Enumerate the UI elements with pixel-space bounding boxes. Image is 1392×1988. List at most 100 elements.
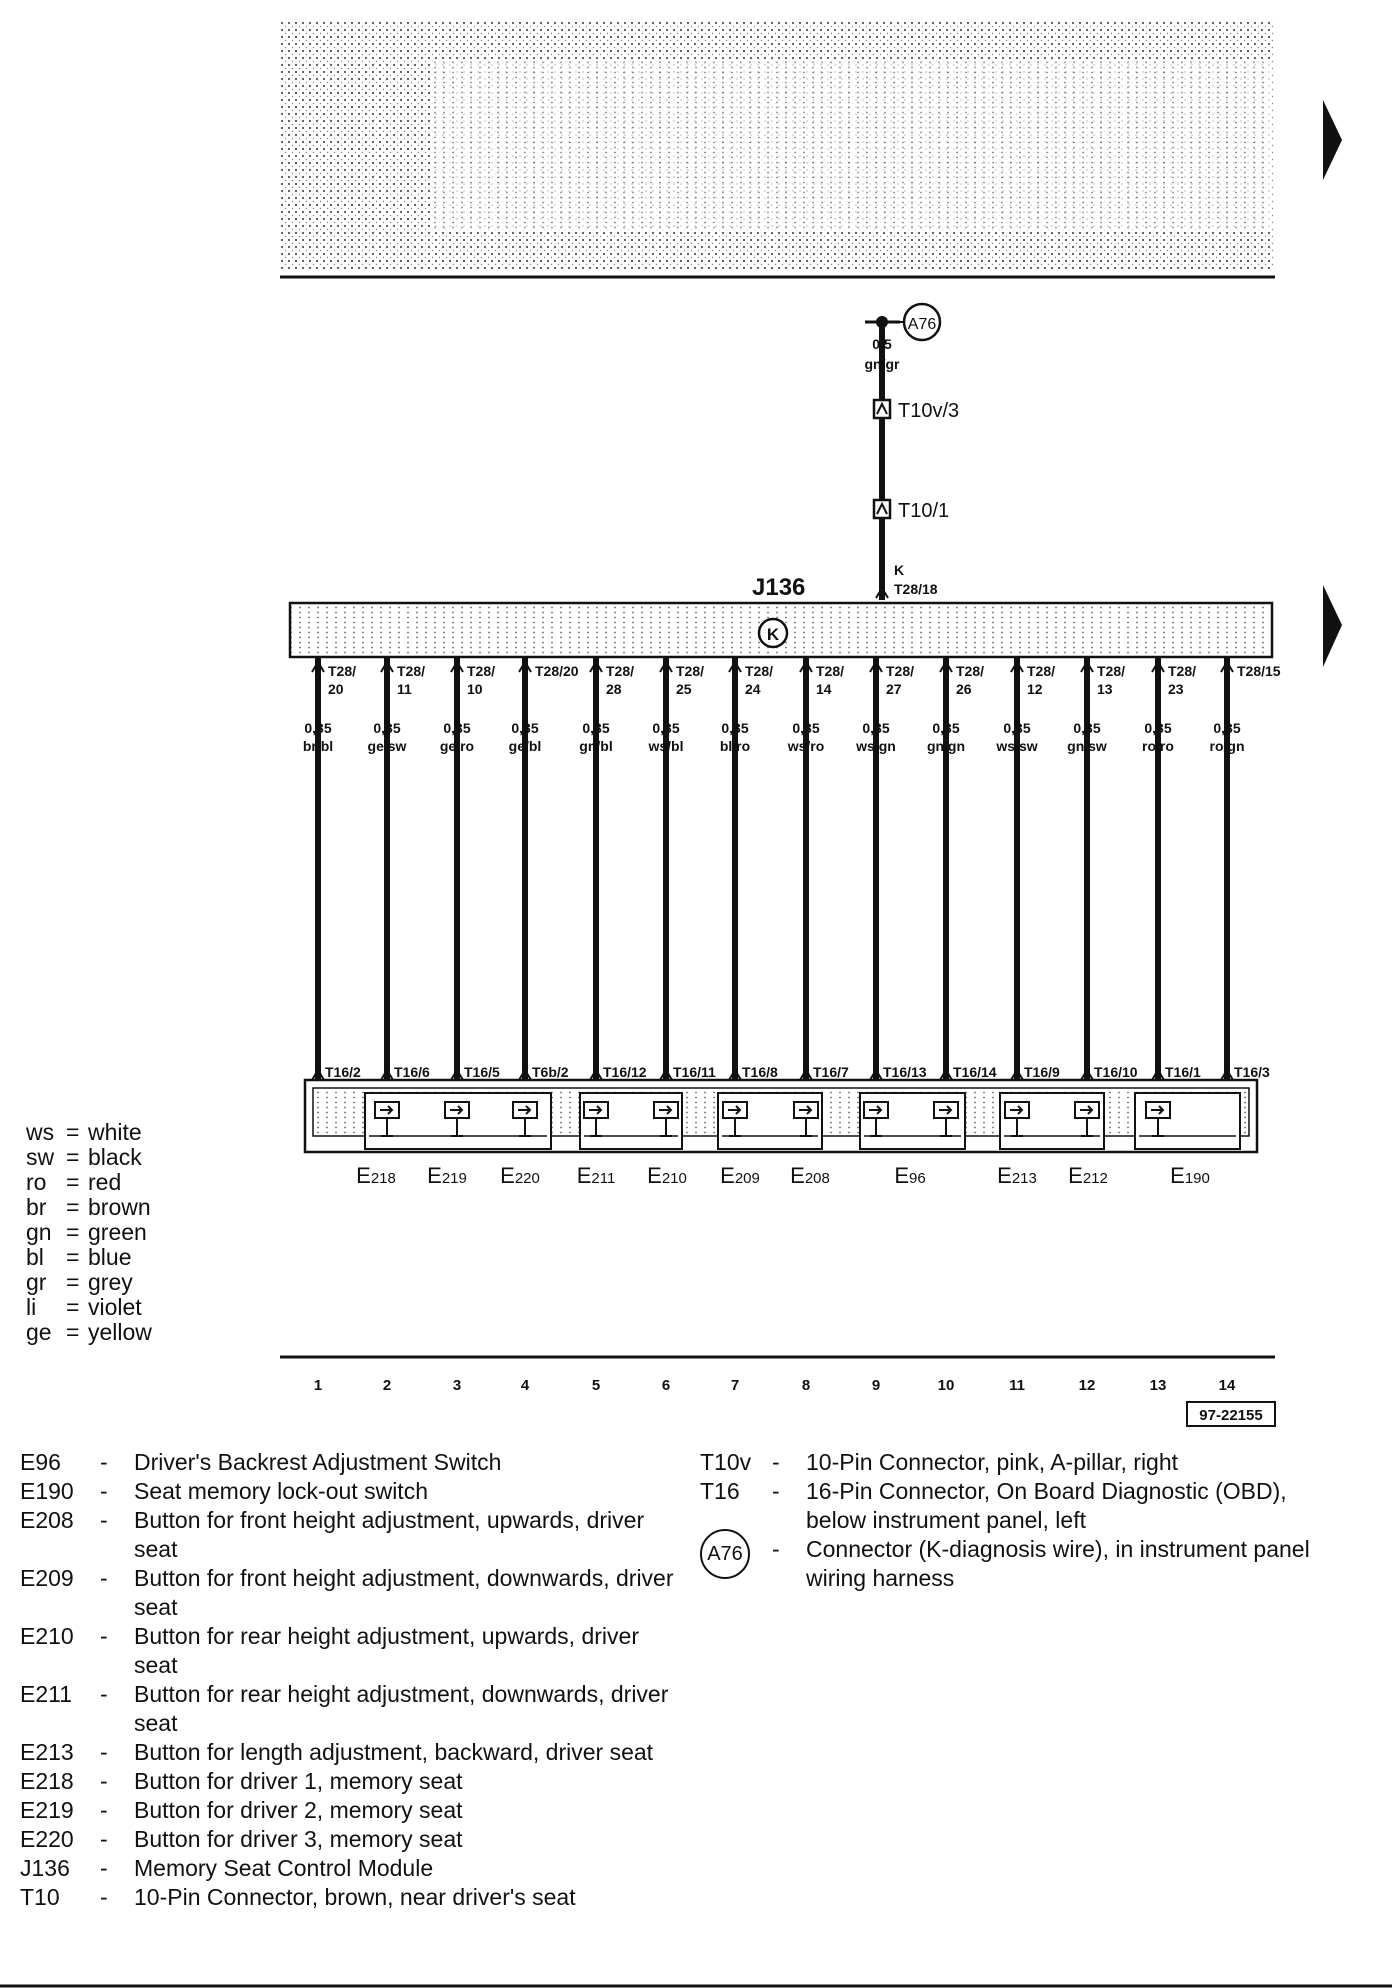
legend-row: E211-Button for rear height adjustment, … (20, 1680, 680, 1738)
legend-code: A76 (700, 1529, 772, 1593)
color-name: red (88, 1169, 122, 1195)
color-key-row: gn=green (26, 1220, 152, 1245)
legend-description: Memory Seat Control Module (134, 1855, 434, 1881)
legend-row: T10 -10-Pin Connector, brown, near driver… (20, 1883, 680, 1912)
color-code: li (26, 1294, 37, 1320)
legend-code: E218 (20, 1768, 74, 1794)
legend-row: E96-Driver's Backrest Adjustment Switch (20, 1448, 680, 1477)
figure-id-box (1186, 1401, 1276, 1427)
legend-description: Button for driver 1, memory seat (134, 1768, 463, 1794)
wire-14-color: ro/gn (1210, 738, 1245, 754)
wire-13-t16-pin: T16/1 (1165, 1064, 1201, 1080)
legend-code: E209 (20, 1565, 74, 1591)
color-name: white (88, 1119, 142, 1145)
legend-dash: - (772, 1478, 780, 1504)
legend-code: E96 (20, 1449, 61, 1475)
legend-code: E208 (20, 1507, 74, 1533)
legend-dash: - (100, 1739, 108, 1765)
color-code: gn (26, 1219, 52, 1245)
wire-9-size: 0,35 (862, 720, 889, 736)
wire-12-t16-pin: T16/10 (1094, 1064, 1138, 1080)
legend-dash: - (100, 1884, 108, 1910)
wire-5-size: 0,35 (582, 720, 609, 736)
legend-dash: - (772, 1536, 780, 1562)
wire-5-t28-pin: T28/28 (606, 663, 634, 697)
legend-description: Button for rear height adjustment, downw… (134, 1681, 669, 1736)
legend-code: T10 (20, 1884, 60, 1910)
wires: T28/200,35br/blT16/2T28/110,35ge/swT16/6… (303, 658, 1281, 1082)
color-key-row: ge=yellow (26, 1320, 152, 1345)
legend-row: E219-Button for driver 2, memory seat (20, 1796, 680, 1825)
wire-2-t16-pin: T16/6 (394, 1064, 430, 1080)
color-name: violet (88, 1294, 142, 1320)
component-label-e211: E211 (577, 1163, 616, 1188)
a76-feed: A76 0,5 gn/gr T10v/3 T10/1 K T28/18 (865, 302, 959, 600)
legend-description: Button for driver 2, memory seat (134, 1797, 463, 1823)
wire-8-size: 0,35 (792, 720, 819, 736)
legend-description: Button for driver 3, memory seat (134, 1826, 463, 1852)
wire-5-color: gn/bl (579, 738, 612, 754)
color-name: brown (88, 1194, 151, 1220)
color-key-row: sw=black (26, 1145, 152, 1170)
wire-number-13: 13 (1150, 1377, 1167, 1394)
component-label-e213: E213 (997, 1163, 1037, 1188)
legend-row: E213-Button for length adjustment, backw… (20, 1738, 680, 1767)
color-key-row: ro=red (26, 1170, 152, 1195)
wire-number-7: 7 (731, 1377, 739, 1394)
wire-2-size: 0,35 (373, 720, 400, 736)
wire-1-t16-pin: T16/2 (325, 1064, 361, 1080)
equals-sign: = (66, 1194, 80, 1220)
wire-6-t16-pin: T16/11 (673, 1064, 716, 1080)
wire-14-t16-pin: T16/3 (1234, 1064, 1270, 1080)
legend-code: E213 (20, 1739, 74, 1765)
legend-dash: - (100, 1478, 108, 1504)
wire-number-8: 8 (802, 1377, 810, 1394)
component-label-e96: E96 (894, 1163, 925, 1188)
a76-label: A76 (908, 316, 937, 333)
legend-row: J136-Memory Seat Control Module (20, 1854, 680, 1883)
wire-10-t28-pin: T28/26 (956, 663, 984, 697)
component-label-e219: E219 (427, 1163, 467, 1188)
legend-row: E210-Button for rear height adjustment, … (20, 1622, 680, 1680)
component-label-e208: E208 (790, 1163, 830, 1188)
wire-number-12: 12 (1079, 1377, 1096, 1394)
equals-sign: = (66, 1319, 80, 1345)
legend-row: T16-16-Pin Connector, On Board Diagnosti… (700, 1477, 1340, 1535)
legend-row: E208-Button for front height adjustment,… (20, 1506, 680, 1564)
wire-2-t28-pin: T28/11 (397, 663, 425, 697)
switch-group-2 (579, 1092, 683, 1150)
legend-description: Seat memory lock-out switch (134, 1478, 428, 1504)
color-code: ro (26, 1169, 47, 1195)
wire-number-9: 9 (872, 1377, 880, 1394)
color-code: ge (26, 1319, 52, 1345)
legend-row: E220-Button for driver 3, memory seat (20, 1825, 680, 1854)
wire-13-color: ro/ro (1142, 738, 1174, 754)
legend-description: 10-Pin Connector, pink, A-pillar, right (806, 1449, 1179, 1475)
switch-group-5 (999, 1092, 1105, 1150)
a76-symbol (902, 302, 942, 342)
legend-row: A76-Connector (K-diagnosis wire), in ins… (700, 1529, 1340, 1593)
wire-11-color: ws/sw (995, 738, 1037, 754)
color-name: green (88, 1219, 147, 1245)
legend-dash: - (100, 1855, 108, 1881)
component-label-e210: E210 (647, 1163, 687, 1188)
continue-arrow-middle (1323, 585, 1342, 667)
wire-12-t28-pin: T28/13 (1097, 663, 1125, 697)
wire-10-t16-pin: T16/14 (953, 1064, 997, 1080)
wire-number-4: 4 (521, 1377, 530, 1394)
wire-13-t28-pin: T28/23 (1168, 663, 1196, 697)
legend-description: 10-Pin Connector, brown, near driver's s… (134, 1884, 576, 1910)
legend-row: E209-Button for front height adjustment,… (20, 1564, 680, 1622)
wire-10-color: gn/gn (927, 738, 965, 754)
wire-14-t28-pin: T28/15 (1237, 663, 1281, 679)
k-symbol: K (767, 625, 780, 644)
